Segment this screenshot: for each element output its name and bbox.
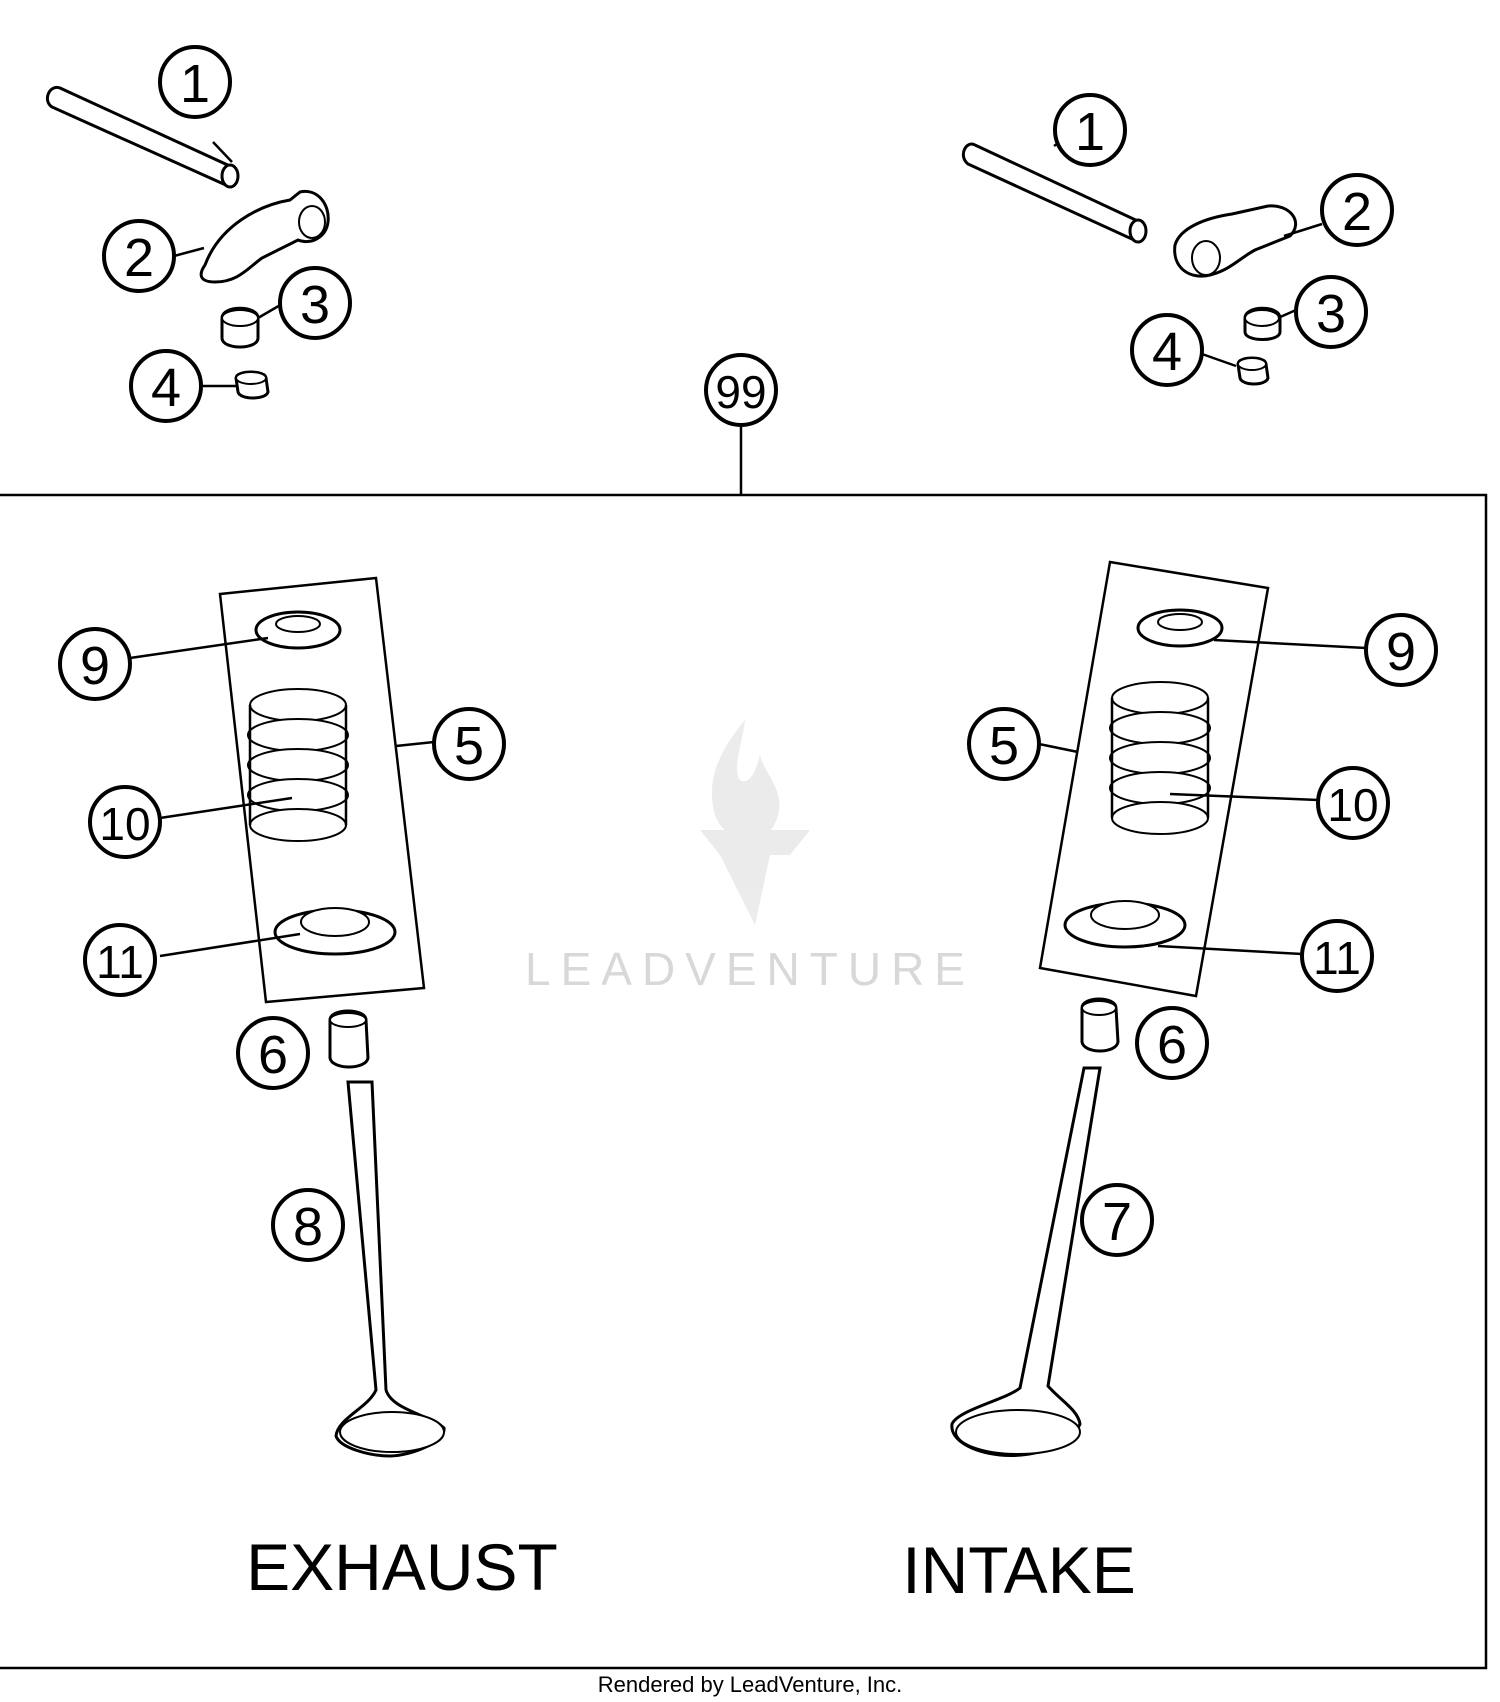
exhaust-valve-stem-seal — [328, 1009, 370, 1069]
watermark-logo — [700, 720, 810, 925]
intake-spring-retainer — [1136, 608, 1224, 648]
left-rocker-pad — [220, 306, 260, 349]
svg-text:9: 9 — [80, 636, 110, 696]
svg-text:3: 3 — [300, 275, 330, 335]
svg-text:6: 6 — [258, 1025, 288, 1085]
exhaust-valve — [334, 1080, 446, 1458]
svg-text:3: 3 — [1316, 284, 1346, 344]
footer-credit: Rendered by LeadVenture, Inc. — [597, 1672, 903, 1697]
svg-text:11: 11 — [96, 936, 144, 988]
callout-2-left: 2 — [102, 219, 176, 293]
callout-5-intake: 5 — [967, 707, 1041, 781]
callout-99: 99 — [704, 353, 778, 427]
exhaust-spring-set-box — [218, 576, 426, 1004]
svg-text:2: 2 — [124, 228, 154, 288]
callout-11-exhaust: 11 — [83, 923, 157, 997]
svg-text:7: 7 — [1102, 1192, 1132, 1252]
callout-1-right: 1 — [1053, 93, 1127, 167]
svg-text:5: 5 — [454, 716, 484, 776]
right-rocker-arm — [1173, 204, 1297, 278]
svg-text:1: 1 — [1075, 102, 1105, 162]
svg-text:1: 1 — [180, 54, 210, 114]
callout-9-exhaust: 9 — [58, 627, 132, 701]
exhaust-label: EXHAUST — [246, 1530, 558, 1604]
callout-5-exhaust: 5 — [432, 707, 506, 781]
callout-1-left: 1 — [158, 45, 232, 119]
left-rocker-arm — [199, 189, 330, 284]
svg-text:10: 10 — [99, 798, 150, 850]
callout-2-right: 2 — [1320, 173, 1394, 247]
intake-valve-spring — [1109, 681, 1211, 835]
left-rocker-clip — [234, 370, 270, 400]
intake-spring-seat — [1063, 900, 1187, 949]
callout-6-exhaust: 6 — [236, 1016, 310, 1090]
svg-text:2: 2 — [1342, 182, 1372, 242]
exhaust-spring-retainer — [254, 610, 342, 650]
intake-valve-stem-seal — [1080, 997, 1120, 1053]
callout-7-intake: 7 — [1080, 1183, 1154, 1257]
svg-text:8: 8 — [293, 1197, 323, 1257]
svg-text:4: 4 — [1152, 322, 1182, 382]
intake-valve — [950, 1066, 1102, 1458]
svg-text:5: 5 — [989, 716, 1019, 776]
right-rocker-shaft — [961, 142, 1148, 244]
svg-text:9: 9 — [1386, 622, 1416, 682]
right-rocker-pad — [1243, 306, 1282, 341]
svg-text:11: 11 — [1313, 932, 1361, 984]
intake-label: INTAKE — [902, 1533, 1135, 1607]
left-rocker-shaft — [46, 85, 240, 189]
svg-text:6: 6 — [1157, 1015, 1187, 1075]
exhaust-valve-spring — [247, 688, 349, 842]
callout-9-intake: 9 — [1364, 613, 1438, 687]
callout-8-exhaust: 8 — [271, 1188, 345, 1262]
callout-11-intake: 11 — [1300, 919, 1374, 993]
svg-text:10: 10 — [1327, 779, 1378, 831]
svg-text:4: 4 — [151, 358, 181, 418]
callout-10-exhaust: 10 — [88, 785, 162, 859]
callout-3-right: 3 — [1294, 275, 1368, 349]
svg-text:99: 99 — [715, 366, 766, 418]
callout-3-left: 3 — [278, 266, 352, 340]
right-rocker-clip — [1236, 356, 1270, 386]
callout-4-left: 4 — [129, 349, 203, 423]
assembly-box-99 — [0, 493, 1488, 1670]
intake-spring-set-box — [1038, 560, 1270, 998]
watermark-text: LEADVENTURE — [525, 943, 975, 995]
callout-4-right: 4 — [1130, 313, 1204, 387]
callout-10-intake: 10 — [1316, 766, 1390, 840]
exhaust-spring-seat — [273, 907, 397, 956]
callout-6-intake: 6 — [1135, 1006, 1209, 1080]
